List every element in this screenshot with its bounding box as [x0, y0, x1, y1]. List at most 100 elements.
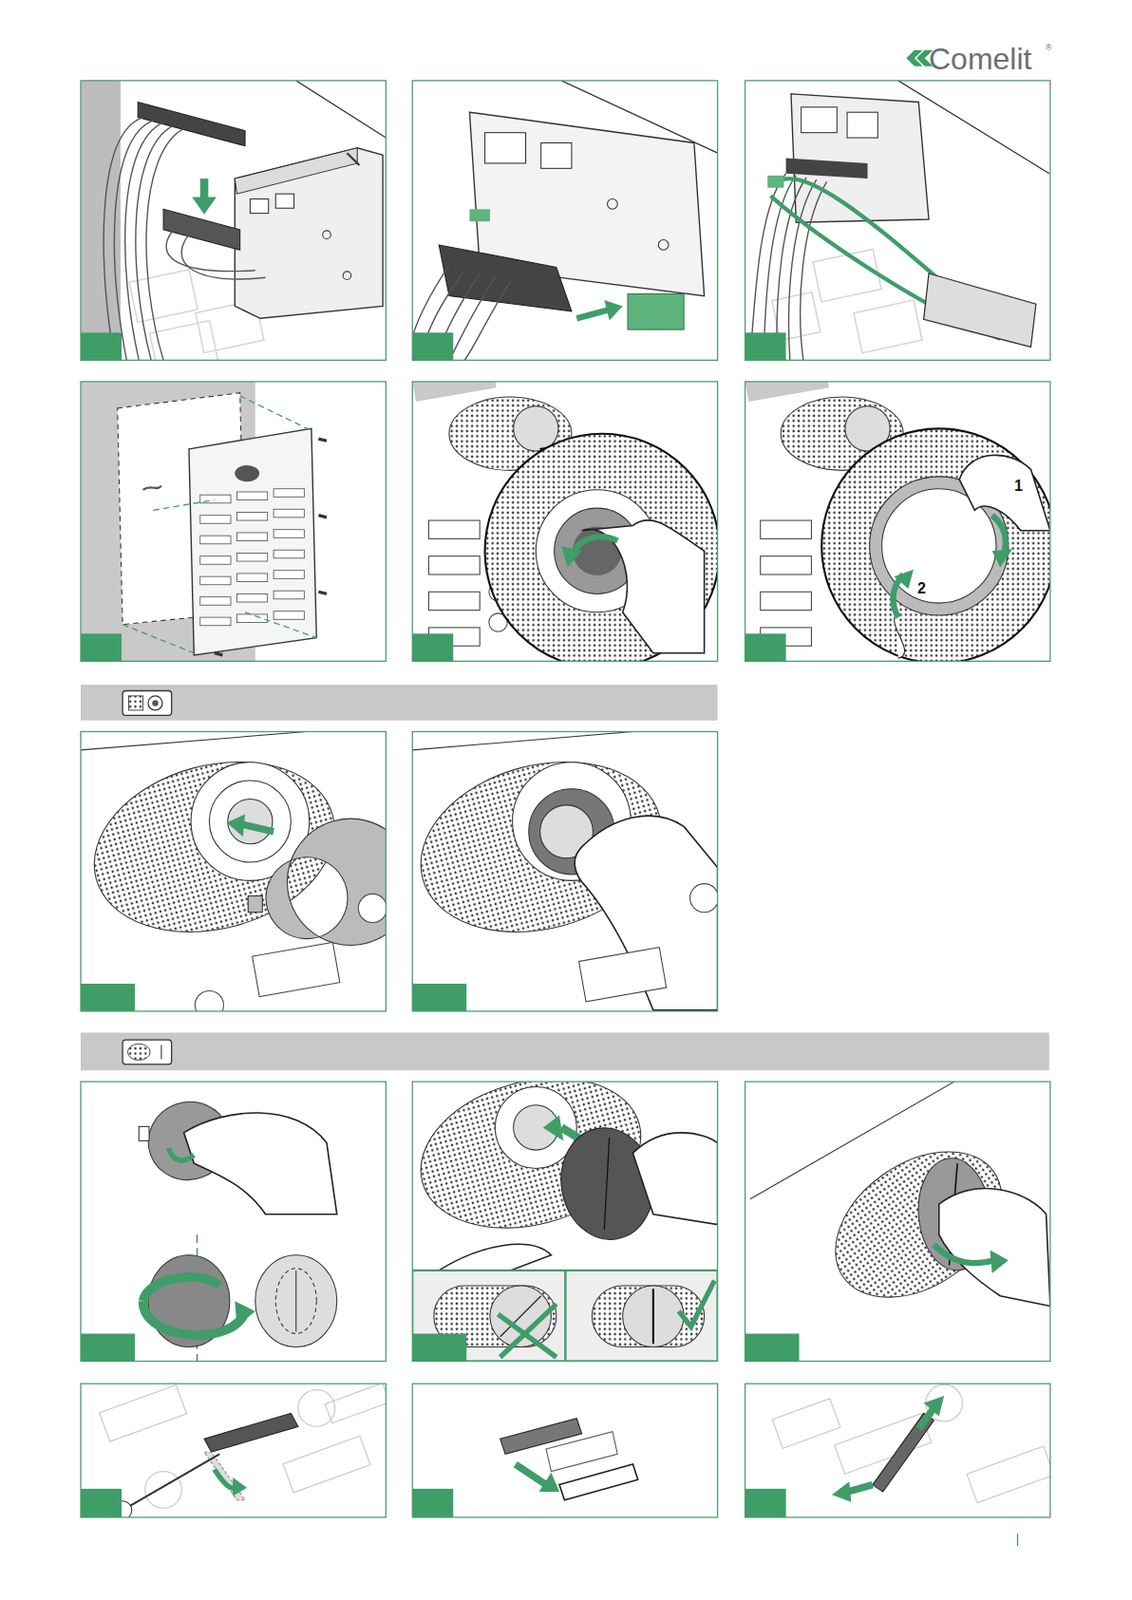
step-illustration-part: [346, 152, 359, 166]
panel-frame-part: [80, 732, 386, 1012]
step-tab-part: [80, 332, 122, 360]
panel-frame-part: [745, 381, 1051, 661]
step-illustration: [80, 1081, 386, 1361]
section-band-part: [122, 1039, 172, 1065]
step-illustration-part-part: [181, 234, 265, 280]
step-illustration-part: [184, 1113, 338, 1215]
step-tab-part: [745, 1334, 800, 1362]
step-illustration-part-part: [245, 612, 317, 639]
step-illustration-part: [234, 148, 383, 319]
step-illustration: [412, 1383, 717, 1518]
step-illustration-part-part: [236, 511, 267, 521]
step-illustration-part-part: [113, 120, 153, 361]
step-illustration-part-part: [200, 535, 231, 545]
panel-frame-part: [80, 80, 386, 360]
step-tab-part: [412, 1489, 453, 1518]
step-illustration-part: [745, 381, 830, 402]
step-illustration-part: [546, 1432, 618, 1472]
step-illustration-part: [243, 824, 274, 832]
step-illustration-part: [579, 884, 718, 1002]
step-illustration-part: [745, 1081, 1051, 1361]
step-illustration-part: [412, 80, 717, 360]
step-illustration: [80, 732, 386, 1012]
step-illustration-part: [607, 199, 619, 210]
step-illustration-part: [137, 101, 246, 146]
step-illustration: [412, 1081, 717, 1361]
step-illustration-part-part: [214, 653, 224, 656]
step-illustration-part-part: [236, 532, 267, 542]
step-illustration-part-part: [273, 509, 304, 518]
step-illustration-part-part: [760, 591, 812, 610]
step-illustration-part-part: [318, 438, 327, 441]
step-illustration-part-part: [966, 1446, 1051, 1504]
step-illustration-part: [745, 80, 1051, 360]
step-illustration-part: [99, 1383, 387, 1509]
step-illustration-part: [801, 107, 838, 133]
panel-frame: [80, 80, 1051, 1518]
step-illustration: [745, 381, 1051, 661]
step-illustration-part-part: [152, 500, 214, 511]
step-illustration-part: [591, 1285, 704, 1347]
step-illustration-part: [992, 548, 1013, 567]
step-illustration-part: [893, 569, 913, 589]
step-illustration-part-part: [283, 1435, 371, 1493]
step-illustration-part-part: [853, 300, 923, 353]
step-tab-part: [80, 1334, 135, 1362]
step-illustration-part-part: [800, 181, 828, 360]
step-illustration: [80, 80, 386, 360]
step-illustration-part: [894, 612, 906, 659]
step-illustration-part-part: [200, 617, 231, 626]
step-illustration-part: [515, 1464, 547, 1485]
step-illustration-part: [767, 175, 784, 189]
step-illustration-part-part: [236, 593, 267, 603]
section-band-part: [160, 1044, 162, 1059]
panel-frame-part: [80, 1081, 386, 1361]
step-illustration-part-part: [428, 591, 480, 610]
step-illustration-part: [214, 438, 327, 656]
step-illustration-part-part: [273, 590, 304, 600]
step-illustration-part-part: [273, 549, 304, 559]
step-illustration-part: [745, 1383, 1051, 1518]
step-illustration-part: [791, 94, 929, 223]
panel-frame-part: [412, 1081, 717, 1361]
step-illustration-part: [469, 208, 490, 222]
step-illustration-part: [122, 396, 317, 654]
step-illustration-part: [561, 546, 582, 568]
step-illustration-part: [296, 80, 387, 138]
step-illustration-part: [576, 310, 607, 320]
step-illustration-part: [80, 732, 306, 751]
panel-frame-part: [745, 1383, 1051, 1518]
step-illustration-part: [163, 208, 241, 250]
step-illustration-part: [103, 117, 265, 361]
step-illustration: [745, 1383, 1051, 1518]
panel-frame-part: [412, 732, 717, 1012]
step-illustration-part: [582, 520, 705, 654]
step-illustration-part: [412, 381, 496, 402]
panel-frame-part: [412, 381, 717, 661]
step-illustration-part: [565, 1270, 717, 1362]
step-illustration-part: [80, 381, 256, 661]
panel-frame-part: [412, 80, 717, 360]
step-illustration-part: [990, 1249, 1009, 1274]
step-illustration-part: [255, 1255, 338, 1348]
panel-frame-part: [745, 1081, 1051, 1361]
step-illustration-part: [80, 381, 386, 661]
step-tab-part: [745, 1489, 787, 1518]
step-illustration-part: [485, 132, 527, 164]
step-illustration-part-part: [298, 1390, 336, 1428]
section-band-part: [129, 696, 144, 711]
step-illustration-part: [200, 178, 209, 199]
step-illustration-part-part: [200, 556, 231, 566]
step-illustration-part: [232, 1477, 247, 1496]
step-illustration-part: [275, 1268, 317, 1335]
step-illustration-part: [539, 1472, 560, 1492]
step-illustration-part: [750, 173, 828, 361]
step-illustration-part: [821, 428, 1051, 661]
step-illustration-part-part: [273, 611, 304, 621]
step-illustration-part: [194, 893, 386, 1012]
step-illustration-part-part: [252, 942, 340, 997]
step-illustration-part: [786, 158, 868, 179]
step-illustration-part-part: [122, 624, 194, 654]
